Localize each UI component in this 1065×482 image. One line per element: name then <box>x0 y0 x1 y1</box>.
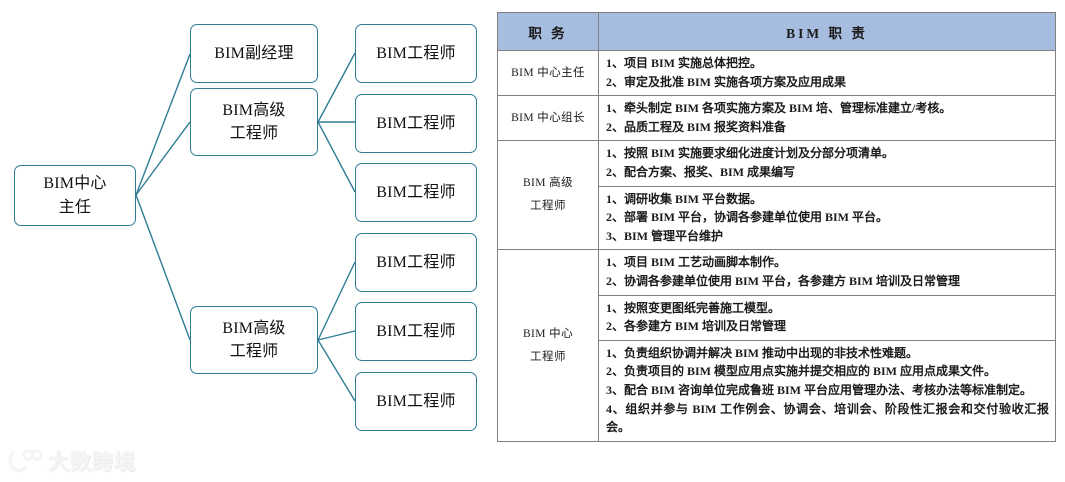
table-row: BIM 高级工程师 1、按照 BIM 实施要求细化进度计划及分部分项清单。 2、配合… <box>497 140 1056 251</box>
connector-senior1-to-eng1 <box>317 52 356 123</box>
duty-cell: 1、项目 BIM 实施总体把控。 2、审定及批准 BIM 实施各项方案及应用成果 <box>598 49 1056 97</box>
role-label-line: BIM 高级 <box>522 177 573 190</box>
duty-cell: 1、调研收集 BIM 平台数据。 2、部署 BIM 平台，协调各参建单位使用 BI… <box>598 185 1056 251</box>
connector-senior2-to-eng6 <box>317 339 356 402</box>
duty-line: 1、项目 BIM 工艺动画脚本制作。 <box>606 255 787 270</box>
node-bim-engineer-4[interactable]: BIM工程师 <box>355 233 477 292</box>
node-label-line1: BIM工程师 <box>376 322 456 340</box>
connector-senior2-to-eng4 <box>317 261 356 341</box>
duty-line: 3、BIM 管理平台维护 <box>606 228 724 243</box>
org-chart: BIM中心 主任 BIM副经理 BIM高级 工程师 BIM高级 工程师 BIM工… <box>0 0 495 482</box>
connector-senior1-to-eng3 <box>317 121 356 193</box>
node-label-line1: BIM高级 <box>222 319 286 337</box>
table-head: 职 务 BIM 职 责 <box>497 12 1056 51</box>
node-label-line2: 主任 <box>58 198 92 216</box>
node-label-line1: BIM中心 <box>43 175 107 193</box>
node-bim-deputy-manager[interactable]: BIM副经理 <box>190 24 318 83</box>
duty-table-container: 职 务 BIM 职 责 BIM 中心主任 1、项目 BIM 实施总体把控。 2、审定… <box>497 12 1056 442</box>
duty-line: 4、组织并参与 BIM 工作例会、协调会、培训会、阶段性汇报会和交付验收汇报会。 <box>606 401 1049 435</box>
connector-root-to-deputy <box>135 53 191 196</box>
role-cell: BIM 中心主任 <box>497 49 599 97</box>
node-bim-center-director[interactable]: BIM中心 主任 <box>14 165 136 226</box>
connector-root-to-senior-2 <box>135 194 191 341</box>
duty-line: 2、协调各参建单位使用 BIM 平台，各参建方 BIM 培训及日常管理 <box>606 273 961 288</box>
column-header-duty: BIM 职 责 <box>598 12 1056 51</box>
table-body: BIM 中心主任 1、项目 BIM 实施总体把控。 2、审定及批准 BIM 实施各项… <box>497 49 1056 442</box>
duty-line: 3、配合 BIM 咨询单位完成鲁班 BIM 平台应用管理办法、考核办法等标准制定… <box>606 382 1033 397</box>
role-label-line: BIM 中心主任 <box>511 66 585 79</box>
connector-senior2-to-eng5 <box>317 330 356 341</box>
duty-cell: 1、项目 BIM 工艺动画脚本制作。 2、协调各参建单位使用 BIM 平台，各参建… <box>598 249 1056 296</box>
node-bim-engineer-1[interactable]: BIM工程师 <box>355 24 477 83</box>
column-header-role: 职 务 <box>497 12 599 51</box>
connector-root-to-senior-1 <box>135 121 191 196</box>
node-label-line1: BIM工程师 <box>376 183 456 201</box>
node-label-line1: BIM工程师 <box>376 392 456 410</box>
duty-line: 2、部署 BIM 平台，协调各参建单位使用 BIM 平台。 <box>606 210 889 225</box>
node-label-line1: BIM工程师 <box>376 44 456 62</box>
node-bim-engineer-6[interactable]: BIM工程师 <box>355 372 477 431</box>
table-row: 1、按照变更图纸完善施工模型。 2、各参建方 BIM 培训及日常管理 <box>498 294 1056 341</box>
duty-line: 1、按照变更图纸完善施工模型。 <box>606 300 781 315</box>
node-bim-engineer-5[interactable]: BIM工程师 <box>355 302 477 361</box>
duty-line: 2、负责项目的 BIM 模型应用点实施并提交相应的 BIM 应用点成果文件。 <box>606 364 997 379</box>
role-cell: BIM 中心工程师 <box>497 249 599 442</box>
node-bim-engineer-3[interactable]: BIM工程师 <box>355 163 477 222</box>
node-bim-senior-engineer-1[interactable]: BIM高级 工程师 <box>190 88 318 156</box>
duty-cell: 1、按照 BIM 实施要求细化进度计划及分部分项清单。 2、配合方案、报奖、BIM… <box>598 140 1056 187</box>
duty-line: 2、品质工程及 BIM 报奖资料准备 <box>606 119 787 134</box>
table-header-row: 职 务 BIM 职 责 <box>497 12 1056 51</box>
duty-line: 2、配合方案、报奖、BIM 成果编写 <box>606 164 796 179</box>
node-label-line1: BIM工程师 <box>376 114 456 132</box>
duty-cell: 1、负责组织协调并解决 BIM 推动中出现的非技术性难题。 2、负责项目的 BIM… <box>598 339 1056 442</box>
duty-line: 1、项目 BIM 实施总体把控。 <box>606 56 763 70</box>
table-row: BIM 中心工程师 1、项目 BIM 工艺动画脚本制作。 2、协调各参建单位使用 B… <box>497 249 1056 442</box>
bim-duty-table: 职 务 BIM 职 责 BIM 中心主任 1、项目 BIM 实施总体把控。 2、审定… <box>497 12 1056 442</box>
role-label-line: 工程师 <box>530 200 566 213</box>
node-label-line2: 工程师 <box>229 343 279 360</box>
table-row: BIM 中心主任 1、项目 BIM 实施总体把控。 2、审定及批准 BIM 实施各项… <box>497 49 1056 97</box>
node-label-line1: BIM高级 <box>222 101 286 119</box>
duty-line: 2、审定及批准 BIM 实施各项方案及应用成果 <box>606 74 847 89</box>
duty-cell: 1、牵头制定 BIM 各项实施方案及 BIM 培、管理标准建立/考核。 2、品质工… <box>598 95 1056 142</box>
role-label-line: BIM 中心组长 <box>511 111 585 124</box>
node-label-line2: 工程师 <box>229 125 279 142</box>
duty-line: 1、按照 BIM 实施要求细化进度计划及分部分项清单。 <box>606 146 895 161</box>
role-cell: BIM 中心组长 <box>497 95 599 142</box>
role-cell: BIM 高级工程师 <box>497 140 599 251</box>
role-label-line: 工程师 <box>530 350 566 363</box>
duty-line: 2、各参建方 BIM 培训及日常管理 <box>606 319 787 334</box>
node-bim-engineer-2[interactable]: BIM工程师 <box>355 94 477 153</box>
duty-line: 1、负责组织协调并解决 BIM 推动中出现的非技术性难题。 <box>606 345 919 360</box>
node-bim-senior-engineer-2[interactable]: BIM高级 工程师 <box>190 306 318 374</box>
duty-line: 1、牵头制定 BIM 各项实施方案及 BIM 培、管理标准建立/考核。 <box>606 101 952 116</box>
role-label-line: BIM 中心 <box>522 327 573 340</box>
duty-line: 1、调研收集 BIM 平台数据。 <box>606 191 763 206</box>
duty-cell: 1、按照变更图纸完善施工模型。 2、各参建方 BIM 培训及日常管理 <box>598 294 1056 341</box>
table-row: 1、负责组织协调并解决 BIM 推动中出现的非技术性难题。 2、负责项目的 BIM… <box>498 339 1056 442</box>
table-row: BIM 中心组长 1、牵头制定 BIM 各项实施方案及 BIM 培、管理标准建立/… <box>497 95 1056 142</box>
table-row: 1、调研收集 BIM 平台数据。 2、部署 BIM 平台，协调各参建单位使用 BI… <box>498 185 1056 251</box>
node-label-line1: BIM工程师 <box>376 253 456 271</box>
node-label-line1: BIM副经理 <box>214 44 294 62</box>
